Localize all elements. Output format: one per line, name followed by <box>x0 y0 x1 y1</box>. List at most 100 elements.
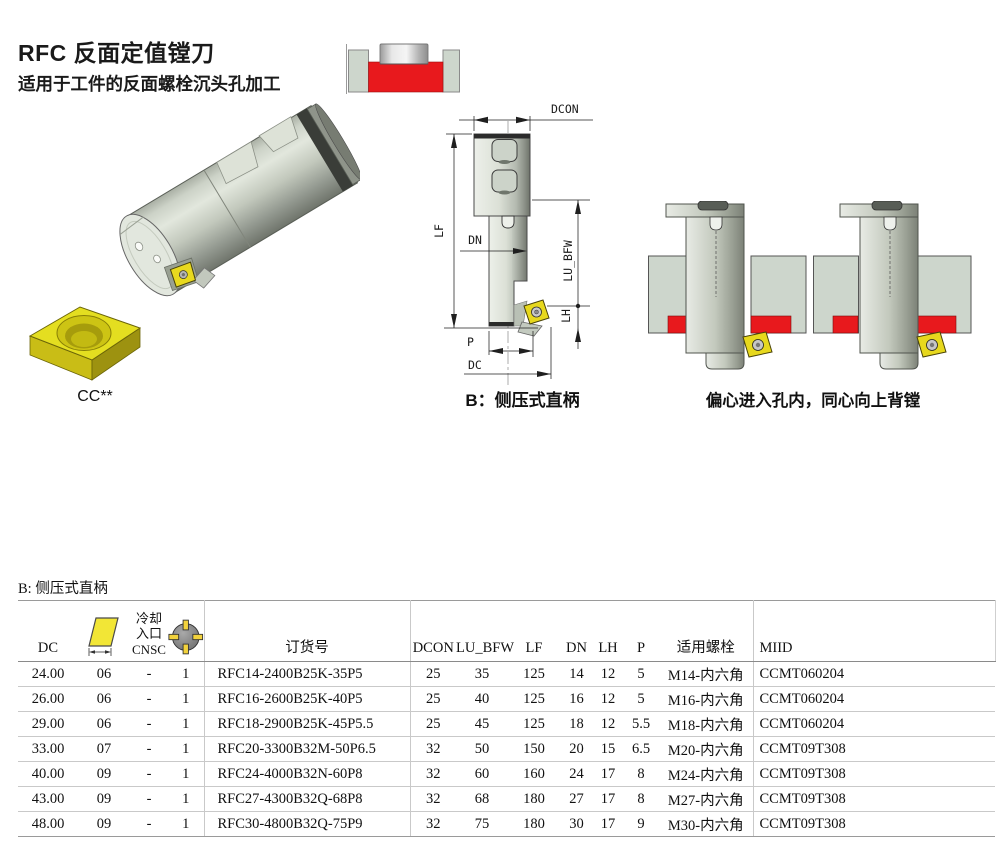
table-cell: 33.00 <box>18 736 78 762</box>
table-cell: 1 <box>168 736 205 762</box>
table-cell: - <box>130 661 168 687</box>
table-cell: 40 <box>456 686 508 712</box>
table-cell: 32 <box>410 736 456 762</box>
table-cell: 68 <box>456 786 508 812</box>
col-header-order-no: 订货号 <box>204 600 411 662</box>
table-cell: 17 <box>593 786 623 812</box>
table-cell: 32 <box>410 811 456 837</box>
table-cell: 40.00 <box>18 761 78 787</box>
col-header-miid: MIID <box>753 600 996 662</box>
table-cell: 09 <box>78 761 130 787</box>
table-cell: M27-内六角 <box>659 786 754 812</box>
table-cell: 06 <box>78 686 130 712</box>
table-cell: 12 <box>593 661 623 687</box>
table-cell: 5 <box>623 661 659 687</box>
table-cell: 32 <box>410 786 456 812</box>
table-cell: CCMT09T308 <box>753 761 995 787</box>
col-header-bolt: 适用螺栓 <box>659 600 754 662</box>
cc-insert-image <box>28 306 142 381</box>
table-cell: 32 <box>410 761 456 787</box>
table-cell: - <box>130 761 168 787</box>
table-cell: CCMT060204 <box>753 661 995 687</box>
table-cell: CCMT060204 <box>753 686 995 712</box>
table-cell: M18-内六角 <box>659 711 754 737</box>
dim-label-dcon: DCON <box>551 102 579 116</box>
dim-label-lf: LF <box>432 224 446 238</box>
table-cell: RFC14-2400B25K-35P5 <box>204 661 411 687</box>
table-cell: 16 <box>560 686 593 712</box>
table-cell: RFC30-4800B32Q-75P9 <box>204 811 411 837</box>
table-cell: 8 <box>623 786 659 812</box>
col-header-dn: DN <box>560 600 593 662</box>
table-cell: 27 <box>560 786 593 812</box>
col-header-dcon: DCON <box>410 600 456 662</box>
table-cell: 30 <box>560 811 593 837</box>
shank-drawing: DCON LF DN LU_BFW LH P DC <box>432 102 593 387</box>
table-cell: 25 <box>410 711 456 737</box>
table-cell: RFC20-3300B32M-50P6.5 <box>204 736 411 762</box>
tool-3d-image <box>119 103 360 297</box>
table-cell: 09 <box>78 786 130 812</box>
table-cell: - <box>130 736 168 762</box>
table-cell: 35 <box>456 661 508 687</box>
title-divider <box>346 44 347 94</box>
table-cell: M24-内六角 <box>659 761 754 787</box>
table-cell: 1 <box>168 711 205 737</box>
table-cell: - <box>130 711 168 737</box>
table-cell: 24 <box>560 761 593 787</box>
table-cell: 5.5 <box>623 711 659 737</box>
dim-label-p: P <box>467 335 474 349</box>
table-cell: CCMT060204 <box>753 711 995 737</box>
table-cell: 125 <box>508 686 560 712</box>
table-cell: CCMT09T308 <box>753 736 995 762</box>
table-cell: 48.00 <box>18 811 78 837</box>
col-header-edge-count <box>168 600 205 662</box>
table-cell: 24.00 <box>18 661 78 687</box>
table-cell: M14-内六角 <box>659 661 754 687</box>
table-cell: 125 <box>508 711 560 737</box>
dim-label-dn: DN <box>468 233 482 247</box>
table-cell: 29.00 <box>18 711 78 737</box>
table-cell: CCMT09T308 <box>753 786 995 812</box>
table-cell: 8 <box>623 761 659 787</box>
table-cell: 43.00 <box>18 786 78 812</box>
dim-label-lu-bfw: LU_BFW <box>561 240 575 282</box>
table-cell: 5 <box>623 686 659 712</box>
counterbore-section-icon <box>348 43 460 93</box>
col-header-lf: LF <box>508 600 560 662</box>
table-cell: M20-内六角 <box>659 736 754 762</box>
table-cell: RFC16-2600B25K-40P5 <box>204 686 411 712</box>
table-section-title: B: 侧压式直柄 <box>18 581 108 597</box>
insert-label: CC** <box>77 388 113 405</box>
table-cell: 1 <box>168 786 205 812</box>
table-cell: 160 <box>508 761 560 787</box>
table-cell: 12 <box>593 711 623 737</box>
table-cell: 150 <box>508 736 560 762</box>
page-subtitle: 适用于工件的反面螺栓沉头孔加工 <box>18 74 281 94</box>
table-cell: 45 <box>456 711 508 737</box>
table-cell: 1 <box>168 661 205 687</box>
table-cell: 1 <box>168 761 205 787</box>
table-cell: 60 <box>456 761 508 787</box>
table-cell: RFC24-4000B32N-60P8 <box>204 761 411 787</box>
table-header-row: DC <box>18 600 996 662</box>
table-cell: 75 <box>456 811 508 837</box>
table-cell: RFC27-4300B32Q-68P8 <box>204 786 411 812</box>
dim-label-dc: DC <box>468 358 482 372</box>
table-cell: 14 <box>560 661 593 687</box>
table-cell: 1 <box>168 686 205 712</box>
col-header-p: P <box>623 600 659 662</box>
table-cell: RFC18-2900B25K-45P5.5 <box>204 711 411 737</box>
dim-label-lh: LH <box>559 309 573 323</box>
table-cell: 50 <box>456 736 508 762</box>
shank-caption: B：侧压式直柄 <box>465 391 580 410</box>
table-cell: 20 <box>560 736 593 762</box>
col-header-coolant: 冷却 入口 CNSC <box>130 600 168 662</box>
table-cell: 12 <box>593 686 623 712</box>
